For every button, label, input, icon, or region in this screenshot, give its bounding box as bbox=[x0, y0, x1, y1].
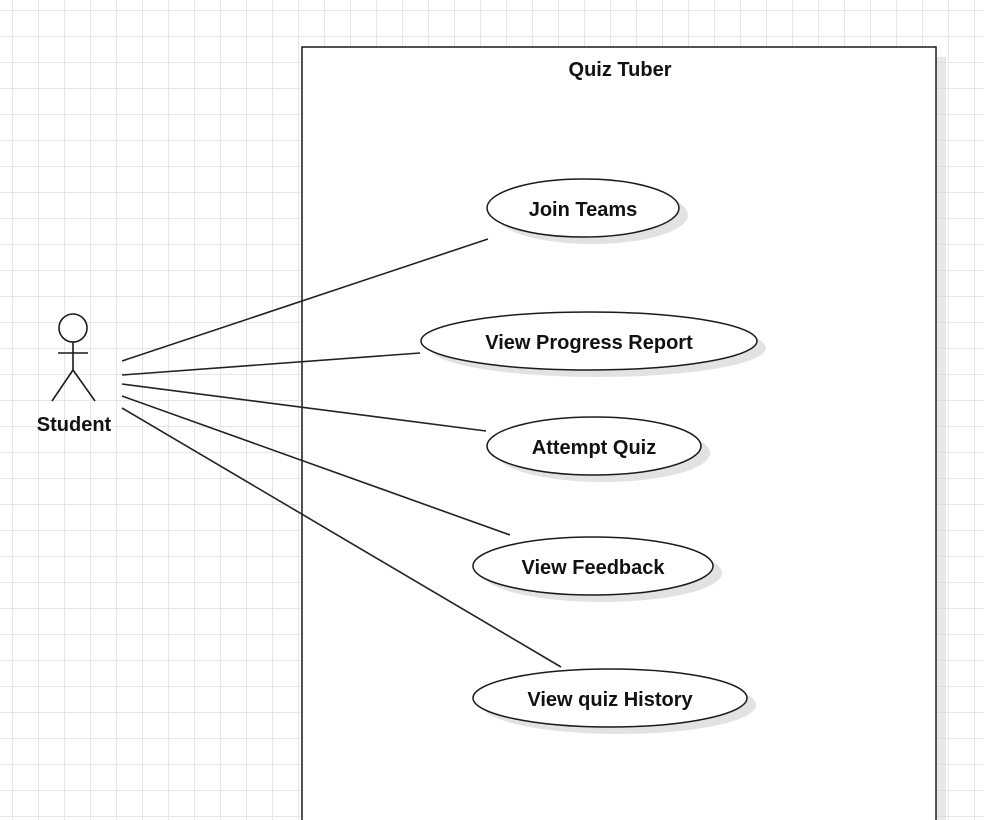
actor-student[interactable] bbox=[51, 313, 96, 402]
actor-head bbox=[58, 313, 88, 343]
actor-right-leg bbox=[72, 369, 96, 402]
use-case-ellipse bbox=[486, 178, 680, 238]
use-case-label: Join Teams bbox=[529, 199, 638, 221]
associations bbox=[121, 238, 562, 668]
actor-label: Student bbox=[37, 414, 112, 436]
use-case-ellipse bbox=[472, 668, 748, 728]
association-join-teams[interactable] bbox=[121, 238, 489, 362]
use-case-view-quiz-history[interactable]: View quiz History bbox=[472, 668, 756, 734]
use-case-label: Attempt Quiz bbox=[532, 437, 656, 459]
association-view-feedback[interactable] bbox=[121, 395, 511, 536]
association-view-progress-report[interactable] bbox=[121, 352, 421, 376]
association-attempt-quiz[interactable] bbox=[121, 383, 487, 432]
use-case-label: View quiz History bbox=[527, 689, 693, 711]
use-case-view-feedback[interactable]: View Feedback bbox=[472, 536, 722, 602]
actor-left-leg bbox=[51, 369, 74, 402]
use-case-label: View Progress Report bbox=[485, 332, 693, 354]
use-case-ellipse bbox=[420, 311, 758, 371]
use-case-join-teams[interactable]: Join Teams bbox=[486, 178, 688, 244]
use-case-attempt-quiz[interactable]: Attempt Quiz bbox=[486, 416, 710, 482]
use-case-label: View Feedback bbox=[521, 557, 665, 579]
system-title: Quiz Tuber bbox=[569, 59, 672, 81]
association-view-quiz-history[interactable] bbox=[121, 407, 562, 668]
use-case-view-progress-report[interactable]: View Progress Report bbox=[420, 311, 766, 377]
use-case-ellipse bbox=[486, 416, 702, 476]
use-case-ellipse bbox=[472, 536, 714, 596]
